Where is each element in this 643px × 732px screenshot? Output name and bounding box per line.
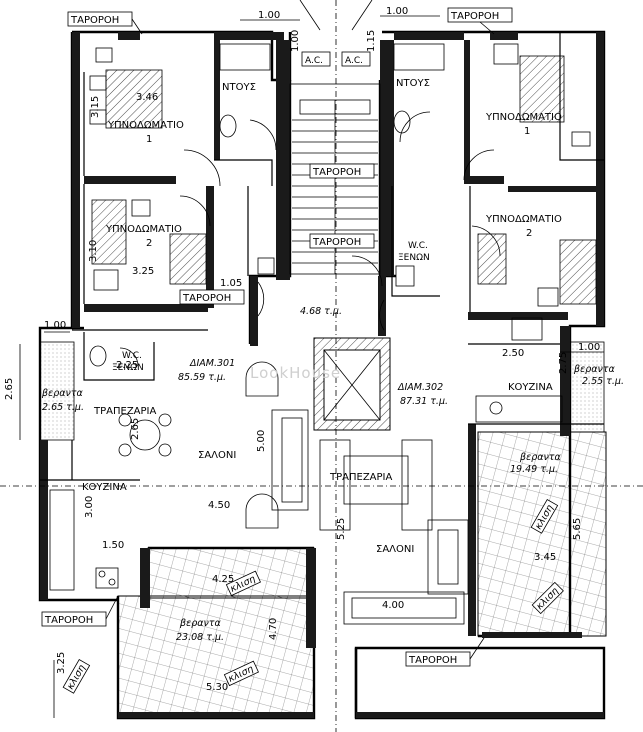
dim-530: 5.30 [206,682,228,693]
drainage-tags: ΤΑΡΟΡΟΗ ΤΑΡΟΡΟΗ ΤΑΡΟΡΟΗ ΤΑΡΟΡΟΗ ΤΑΡΟΡΟΗ … [41,7,513,667]
dim-105: 1.05 [220,278,242,289]
dim-265-table: 2.65 [130,418,141,440]
veranda-left-area: 2.65 τ.μ. [42,402,84,413]
dim-345: 3.45 [534,552,556,563]
watermark: LookHouse [250,364,341,382]
bed-left-1 [105,69,163,129]
label-bedroom2-left: ΥΠΝΟΔΩΜΑΤΙΟ [105,224,182,235]
label-ac-2: A.C. [345,56,363,66]
label-wc-right-2: ΞΕΝΩΝ [398,253,430,263]
slope-label-3: κλιση [65,663,88,691]
dimension-labels: 1.00 1.00 1.00 1.15 3.46 3.15 3.10 3.25 … [4,6,600,693]
dim-265-vert: 2.65 [4,378,15,400]
bed-right-2 [559,239,597,305]
drain-tag-7: ΤΑΡΟΡΟΗ [408,655,457,666]
veranda-right-small-floor [569,341,605,433]
veranda-right-label: βεραντα [519,452,562,463]
dim-100-right: 1.00 [578,342,600,353]
room-labels: ΥΠΝΟΔΩΜΑΤΙΟ 1 ΥΠΝΟΔΩΜΑΤΙΟ 2 ΥΠΝΟΔΩΜΑΤΙΟ … [82,51,562,555]
label-wc-left-2: ΞΕΝΩΝ [112,363,144,373]
dim-225: 2.25 [116,360,138,371]
dim-115-vert: 1.15 [366,30,377,52]
apt302-area: 87.31 τ.μ. [400,396,448,407]
label-wc-right-1: W.C. [408,241,428,251]
door-swings [119,111,501,367]
dim-100-top-left: 1.00 [258,10,280,21]
label-bedroom1-right-num: 1 [524,126,530,137]
dim-275: 2.75 [558,352,569,374]
veranda-bottom-area: 23.08 τ.μ. [176,632,224,643]
label-bedroom2-left-num: 2 [146,238,152,249]
dim-325-bottom: 3.25 [56,652,67,674]
label-kitchen-left: ΚΟΥΖΙΝΑ [82,482,127,493]
dim-150: 1.50 [102,540,124,551]
apt301-area: 85.59 τ.μ. [178,372,226,383]
dim-100-left: 1.00 [44,320,66,331]
dim-470: 4.70 [268,618,279,640]
veranda-left-label: βεραντα [41,388,84,399]
solid-walls [40,32,604,718]
dim-100-vert-left: 1.00 [290,30,301,52]
dim-300: 3.00 [84,496,95,518]
veranda-right-floor [477,431,607,637]
bed-left-2 [91,199,127,265]
drain-tag-5: ΤΑΡΟΡΟΗ [182,293,231,304]
veranda-left-floor [39,341,75,441]
dim-325-left: 3.25 [132,266,154,277]
label-dining-right: ΤΡΑΠΕΖΑΡΙΑ [329,472,392,483]
label-dining-left: ΤΡΑΠΕΖΑΡΙΑ [93,406,156,417]
drain-tag-2: ΤΑΡΟΡΟΗ [450,11,499,22]
label-shower-left: ΝΤΟΥΣ [222,82,256,93]
label-bedroom1-right: ΥΠΝΟΔΩΜΑΤΙΟ [485,112,562,123]
apartment-labels: ΔΙΑΜ.301 85.59 τ.μ. ΔΙΑΜ.302 87.31 τ.μ. … [178,306,448,407]
veranda-right-area: 19.49 τ.μ. [510,464,558,475]
dim-500: 5.00 [256,430,267,452]
dim-315: 3.15 [90,96,101,118]
dimension-lines [19,15,604,718]
dim-450: 4.50 [208,500,230,511]
dim-400: 4.00 [382,600,404,611]
label-shower-right: ΝΤΟΥΣ [396,78,430,89]
dim-425: 4.25 [212,574,234,585]
elevator [313,337,391,431]
label-kitchen-right: ΚΟΥΖΙΝΑ [508,382,553,393]
label-bedroom1-left-num: 1 [146,134,152,145]
label-ac-1: A.C. [305,56,323,66]
veranda-bottom-label: βεραντα [179,618,222,629]
label-bedroom2-right-num: 2 [526,228,532,239]
veranda-bottom-floor [117,595,315,719]
dim-346: 3.46 [136,92,158,103]
drain-tag-4: ΤΑΡΟΡΟΗ [312,237,361,248]
drain-tag-3: ΤΑΡΟΡΟΗ [312,167,361,178]
furniture [49,43,597,625]
lobby-area: 4.68 τ.μ. [300,306,342,317]
dim-525: 5.25 [336,518,347,540]
drain-tag-6: ΤΑΡΟΡΟΗ [44,615,93,626]
apt301-name: ΔΙΑΜ.301 [189,358,235,369]
dim-310: 3.10 [88,240,99,262]
label-wc-left-1: W.C. [122,351,142,361]
veranda-right-small-label: βεραντα [573,364,616,375]
label-living-left: ΣΑΛΟΝΙ [198,450,236,461]
label-bedroom1-left: ΥΠΝΟΔΩΜΑΤΙΟ [107,120,184,131]
bed-right-1 [519,55,565,123]
dim-100-top-right: 1.00 [386,6,408,17]
apt302-name: ΔΙΑΜ.302 [397,382,443,393]
dim-250: 2.50 [502,348,524,359]
dim-565: 5.65 [572,518,583,540]
drain-tag-1: ΤΑΡΟΡΟΗ [70,15,119,26]
label-living-right: ΣΑΛΟΝΙ [376,544,414,555]
veranda-right-small-area: 2.55 τ.μ. [582,376,624,387]
veranda-floors [39,341,607,719]
label-bedroom2-right: ΥΠΝΟΔΩΜΑΤΙΟ [485,214,562,225]
